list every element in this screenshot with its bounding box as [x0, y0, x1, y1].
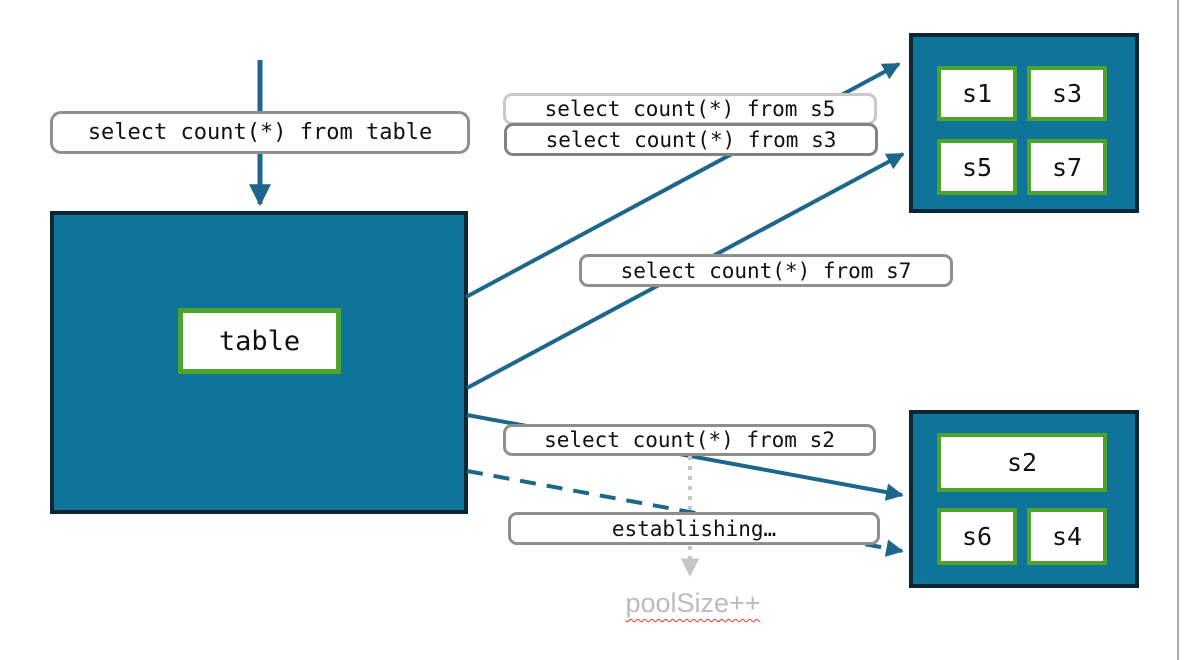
shard-label: s4 — [1051, 522, 1083, 551]
shard-box-s7: s7 — [1027, 139, 1107, 195]
query-s3-text: select count(*) from s3 — [545, 127, 837, 152]
shard-box-s4: s4 — [1027, 508, 1107, 565]
main-table-label: table — [218, 325, 301, 357]
shard-box-s3: s3 — [1027, 66, 1107, 121]
query-s5-label: select count(*) from s5 — [503, 93, 877, 125]
query-s7-label: select count(*) from s7 — [579, 254, 953, 287]
establishing-label: establishing… — [508, 512, 880, 545]
shard-label: s7 — [1051, 152, 1083, 182]
establishing-text: establishing… — [611, 516, 777, 541]
query-s2-label: select count(*) from s2 — [503, 424, 876, 456]
shard-box-s5: s5 — [937, 139, 1017, 195]
query-table-label: select count(*) from table — [50, 111, 470, 154]
shard-box-s6: s6 — [937, 508, 1017, 565]
pool-size-text: poolSize++ — [625, 588, 761, 618]
pool-size-label: poolSize++ — [598, 588, 788, 619]
shard-label: s5 — [961, 152, 993, 182]
query-s2-text: select count(*) from s2 — [544, 428, 835, 452]
shard-label: s1 — [961, 79, 993, 108]
shard-label: s2 — [1006, 448, 1038, 477]
slide-edge-divider — [1177, 0, 1179, 660]
query-s3-label: select count(*) from s3 — [504, 123, 878, 156]
main-table-label-box: table — [178, 308, 341, 374]
shard-label: s3 — [1051, 79, 1083, 108]
shard-box-s1: s1 — [937, 66, 1017, 121]
query-s5-text: select count(*) from s5 — [544, 97, 836, 121]
query-table-text: select count(*) from table — [87, 120, 433, 145]
query-s7-text: select count(*) from s7 — [620, 258, 912, 283]
shard-box-s2: s2 — [937, 433, 1107, 492]
shard-label: s6 — [961, 522, 993, 551]
